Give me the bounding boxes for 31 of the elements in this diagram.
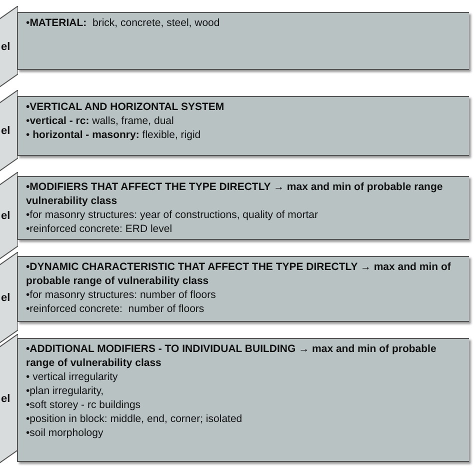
bullet-item: • vertical irregularity [26,370,119,384]
bullet-item: •soil morphology [26,426,104,440]
bullet-item: •for masonry structures: number of floors [26,288,217,302]
chevron-shape [0,6,18,88]
chevron-shape [0,252,18,344]
bullet-item: •reinforced concrete: number of floors [26,302,206,316]
text-panel [17,12,469,70]
bullet-item: • horizontal - masonry: flexible, rigid [26,128,202,142]
bullet-item: •reinforced concrete: ERD level [26,222,174,236]
text-panel [17,338,469,462]
heading-item: •MATERIAL: brick, concrete, steel, wood [26,16,221,30]
bullet-item: •for masonry structures: year of constructions, quality of mortar [26,208,319,222]
heading-item: •ADDITIONAL MODIFIERS - TO INDIVIDUAL BUILDING → max and min of probable range of vulnerability class [26,342,438,370]
heading-item: •DYNAMIC CHARACTERISTIC THAT AFFECT THE TYPE DIRECTLY → max and min of probable range of vulnerability class [26,260,452,288]
heading-item: •MODIFIERS THAT AFFECT THE TYPE DIRECTLY → max and min of probable range vulnerability class [26,180,444,208]
text-panel [17,256,469,322]
level-label: el [1,125,10,137]
heading-item: •VERTICAL AND HORIZONTAL SYSTEM [26,100,226,114]
level-label: el [1,292,10,304]
text-panel [17,96,469,156]
level-label: el [1,210,10,222]
chevron-shape [0,172,18,260]
chevron-shape [0,334,18,464]
level-label: el [1,393,10,405]
chevron-shape [0,90,18,172]
level-label: el [1,41,10,53]
bullet-item: •soft storey - rc buildings [26,398,142,412]
text-panel [17,176,469,240]
bullet-item: •position in block: middle, end, corner; isolated [26,412,244,426]
bullet-item: •vertical - rc: walls, frame, dual [26,114,175,128]
bullet-item: •plan irregularity, [26,384,105,398]
